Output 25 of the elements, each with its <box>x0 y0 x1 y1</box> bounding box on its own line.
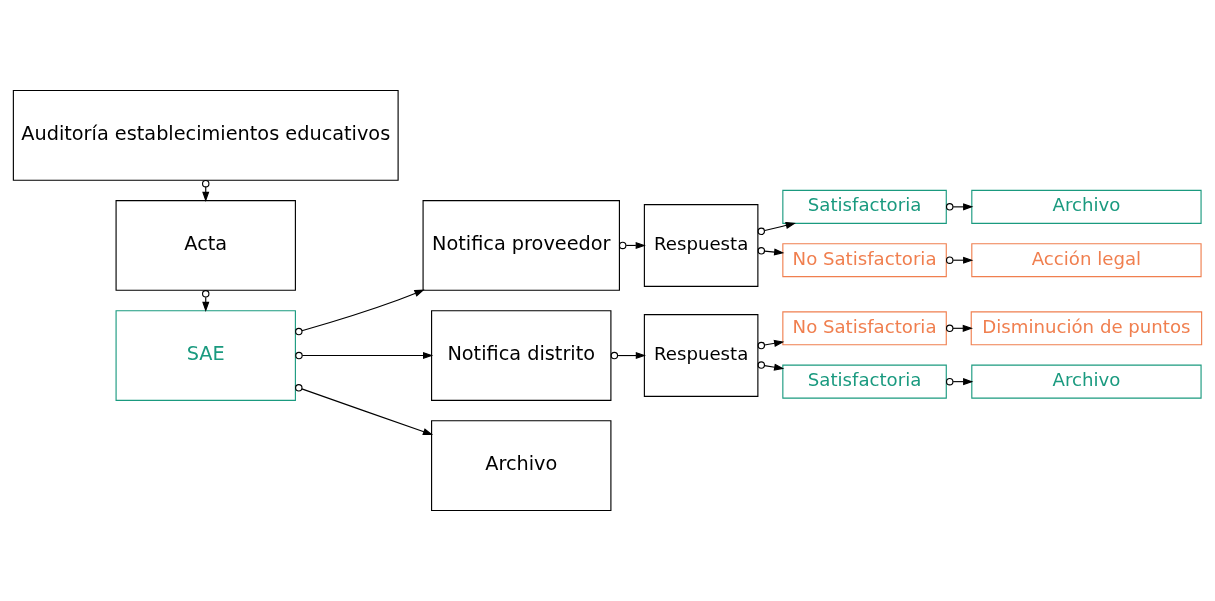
arrow <box>757 247 785 256</box>
node-box: No Satisfactoria <box>782 311 947 346</box>
node-box: Notifica proveedor <box>422 200 620 291</box>
node-box: SAE <box>115 310 296 401</box>
node-box: Satisfactoria <box>782 189 947 224</box>
arrow <box>757 221 796 236</box>
node-box: Acción legal <box>971 243 1202 278</box>
node-box: Archivo <box>971 364 1202 399</box>
arrow <box>945 203 974 211</box>
node-box: Archivo <box>971 189 1202 224</box>
arrow <box>618 241 646 250</box>
node-box: Respuesta <box>643 204 759 287</box>
node-box: Satisfactoria <box>782 364 947 399</box>
arrow <box>610 351 646 360</box>
node-box: Archivo <box>431 420 612 512</box>
arrow <box>295 351 434 360</box>
arrow <box>295 289 425 336</box>
node-box: Disminución de puntos <box>970 311 1203 346</box>
arrow <box>757 361 785 371</box>
node-box: Notifica distrito <box>431 310 612 401</box>
node-box: Respuesta <box>643 314 759 397</box>
node-box: Auditoría establecimientos educativos <box>12 89 399 181</box>
node-box: No Satisfactoria <box>782 243 947 278</box>
node-box: Acta <box>115 200 296 291</box>
arrow <box>295 384 434 436</box>
